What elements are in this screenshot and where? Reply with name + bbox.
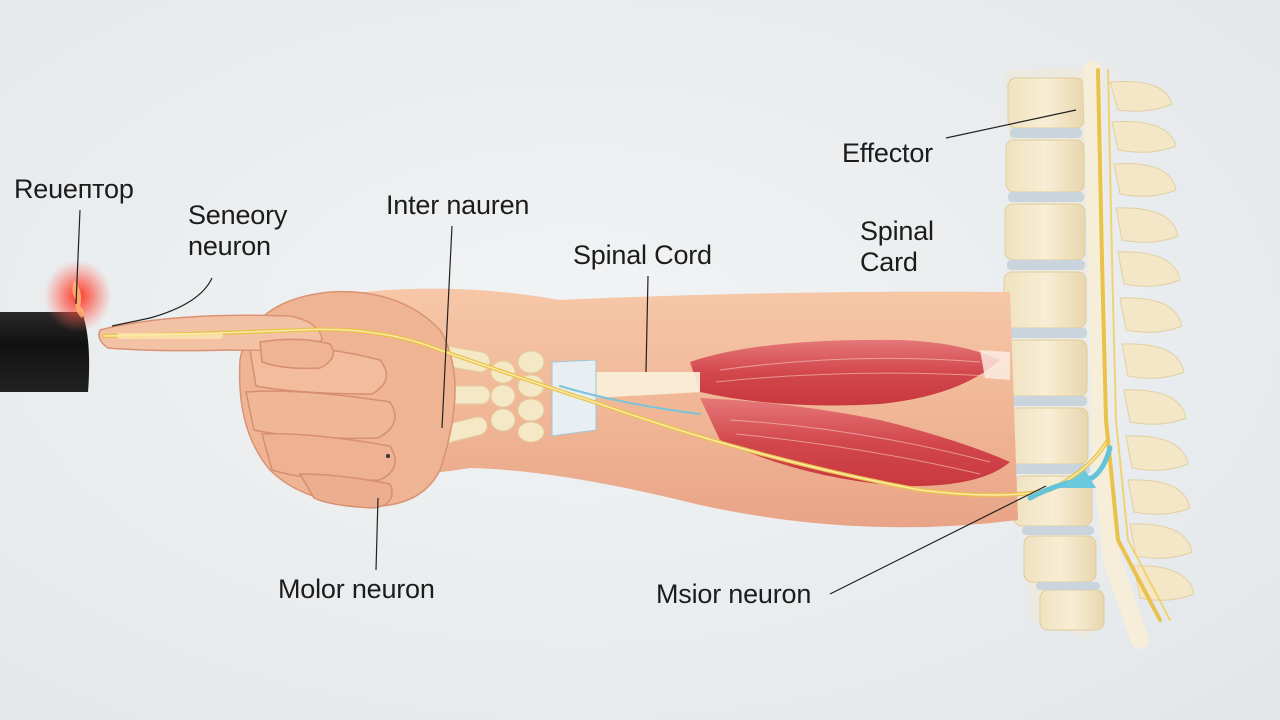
receptor-label: Reuептор bbox=[14, 174, 134, 204]
sensory-neuron-label: Senеory neuron bbox=[188, 200, 288, 261]
spinal-cord-center-label: Spinal Cord bbox=[573, 240, 712, 270]
leader-lines bbox=[75, 109, 1077, 595]
motor-neuron-marker bbox=[386, 454, 390, 458]
motor-neuron-left-label: Molor neuron bbox=[278, 574, 435, 604]
nerve-pathways bbox=[102, 68, 1171, 622]
forearm-muscles bbox=[560, 339, 1010, 487]
motor-neuron-right-label: Msior neuron bbox=[656, 579, 812, 609]
spinal-column bbox=[1003, 61, 1195, 649]
effector-label: Effector bbox=[842, 138, 933, 168]
interneuron-label: Inter nauren bbox=[386, 190, 530, 220]
stimulus-object bbox=[0, 312, 90, 392]
spinal-cord-right-label: Spinal Card bbox=[860, 216, 934, 277]
hand bbox=[98, 290, 456, 509]
flame-icon bbox=[72, 280, 84, 318]
